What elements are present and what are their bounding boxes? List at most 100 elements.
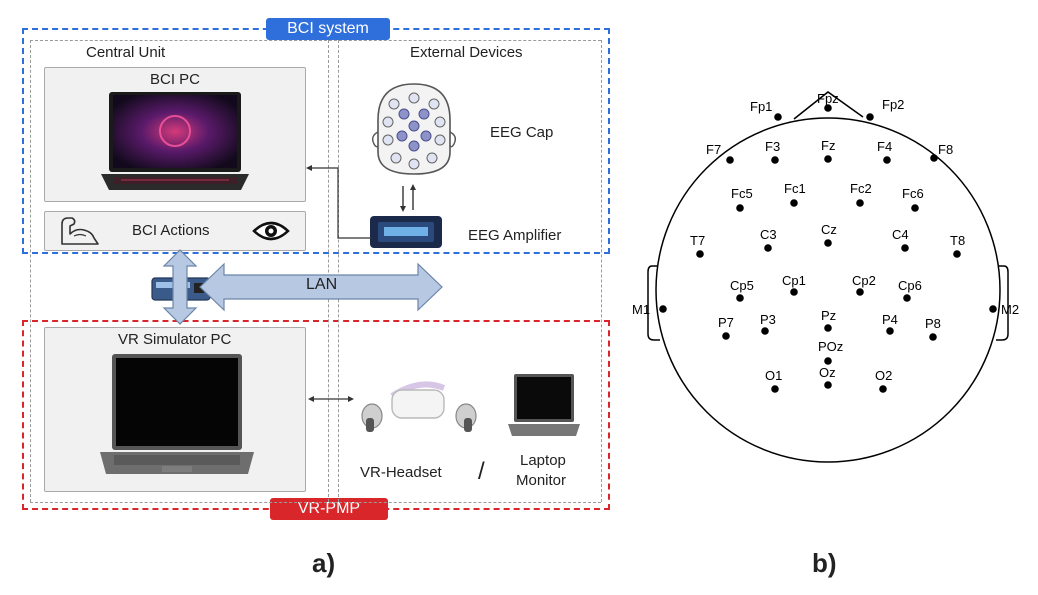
electrode-label-fpz: Fpz — [817, 91, 839, 106]
electrode-label-f7: F7 — [706, 142, 721, 157]
bci-pc-label: BCI PC — [150, 71, 201, 88]
electrode-label-o2: O2 — [875, 368, 892, 383]
electrode-p8 — [929, 333, 937, 341]
bci-actions-label: BCI Actions — [132, 222, 210, 239]
electrode-label-fz: Fz — [821, 138, 835, 153]
amp-to-pc-connector — [306, 165, 372, 239]
electrode-markers: Fp1 Fpz Fp2 F7 F3 Fz F4 F8 Fc5 Fc1 Fc2 F… — [632, 91, 1019, 393]
electrode-label-fc1: Fc1 — [784, 181, 806, 196]
electrode-t7 — [696, 250, 704, 258]
electrode-label-p3: P3 — [760, 312, 776, 327]
caption-a: a) — [312, 548, 336, 578]
electrode-label-fc6: Fc6 — [902, 186, 924, 201]
electrode-m1 — [659, 305, 667, 313]
nose-outline — [793, 91, 864, 120]
vr-headset-icon — [361, 381, 477, 432]
electrode-c4 — [901, 244, 909, 252]
electrode-label-cp6: Cp6 — [898, 278, 922, 293]
outer-guide-left — [30, 40, 31, 502]
electrode-cp2 — [856, 288, 864, 296]
laptop-monitor-label-line1: Laptop — [520, 452, 566, 469]
laptop-monitor-label-line2: Monitor — [516, 472, 567, 489]
electrode-label-f8: F8 — [938, 142, 953, 157]
column-divider-1 — [328, 40, 329, 502]
electrode-label-f3: F3 — [765, 139, 780, 154]
electrode-fpz — [824, 104, 832, 112]
right-ear — [996, 265, 1009, 341]
electrode-label-c4: C4 — [892, 227, 909, 242]
laptop-monitor-icon — [508, 374, 580, 436]
electrode-label-cp2: Cp2 — [852, 273, 876, 288]
electrode-label-p4: P4 — [882, 312, 898, 327]
column-divider-2 — [338, 40, 339, 502]
electrode-label-poz: POz — [818, 339, 843, 354]
vr-link-arrow — [308, 396, 354, 402]
electrode-fp2 — [866, 113, 874, 121]
bci-system-tag: BCI system — [266, 18, 390, 40]
lan-label: LAN — [306, 276, 338, 293]
electrode-p7 — [722, 332, 730, 340]
vertical-link-arrow — [162, 249, 198, 325]
electrode-t8 — [953, 250, 961, 258]
electrode-label-p8: P8 — [925, 316, 941, 331]
electrode-cz — [824, 239, 832, 247]
electrode-label-cp1: Cp1 — [782, 273, 806, 288]
electrode-label-fc5: Fc5 — [731, 186, 753, 201]
external-devices-label: External Devices — [410, 44, 523, 61]
electrode-fc5 — [736, 204, 744, 212]
electrode-label-t8: T8 — [950, 233, 965, 248]
electrode-label-m2: M2 — [1001, 302, 1019, 317]
electrode-fp1 — [774, 113, 782, 121]
eeg-cap-label: EEG Cap — [490, 124, 554, 141]
lan-arrow — [199, 262, 443, 312]
outer-guide-right — [601, 40, 602, 502]
electrode-label-fp1: Fp1 — [750, 99, 772, 114]
electrode-pz — [824, 324, 832, 332]
electrode-o1 — [771, 385, 779, 393]
electrode-m2 — [989, 305, 997, 313]
electrode-label-cz: Cz — [821, 222, 837, 237]
bci-laptop-icon — [101, 92, 249, 190]
eeg-amplifier-icon — [370, 216, 442, 248]
electrode-label-pz: Pz — [821, 308, 836, 323]
separator-slash: / — [478, 458, 485, 485]
electrode-poz — [824, 357, 832, 365]
cap-amp-arrows — [400, 184, 416, 212]
vr-headset-label: VR-Headset — [360, 464, 442, 481]
electrode-label-c3: C3 — [760, 227, 777, 242]
electrode-o2 — [879, 385, 887, 393]
electrode-fc1 — [790, 199, 798, 207]
electrode-c3 — [764, 244, 772, 252]
electrode-fc2 — [856, 199, 864, 207]
electrode-f3 — [771, 156, 779, 164]
electrode-label-p7: P7 — [718, 315, 734, 330]
electrode-p4 — [886, 327, 894, 335]
electrode-f8 — [930, 154, 938, 162]
electrode-label-t7: T7 — [690, 233, 705, 248]
electrode-label-o1: O1 — [765, 368, 782, 383]
electrode-label-oz: Oz — [819, 365, 836, 380]
arm-icon — [61, 217, 99, 245]
electrode-label-fp2: Fp2 — [882, 97, 904, 112]
outer-guide-top — [30, 40, 601, 41]
eeg-cap-icon — [371, 83, 457, 175]
eye-icon — [252, 221, 290, 241]
electrode-fz — [824, 155, 832, 163]
electrode-cp5 — [736, 294, 744, 302]
vr-simulator-pc-label: VR Simulator PC — [118, 331, 232, 348]
electrode-label-fc2: Fc2 — [850, 181, 872, 196]
vr-pc-laptop-icon — [100, 354, 254, 474]
eeg-amplifier-label: EEG Amplifier — [468, 227, 562, 244]
vr-pmp-tag: VR-PMP — [270, 498, 388, 520]
electrode-f4 — [883, 156, 891, 164]
electrode-label-m1: M1 — [632, 302, 650, 317]
left-ear — [647, 265, 660, 341]
electrode-oz — [824, 381, 832, 389]
caption-b: b) — [812, 548, 837, 578]
electrode-cp6 — [903, 294, 911, 302]
electrode-fc6 — [911, 204, 919, 212]
electrode-p3 — [761, 327, 769, 335]
electrode-f7 — [726, 156, 734, 164]
electrode-cp1 — [790, 288, 798, 296]
eeg-montage-diagram: Fp1 Fpz Fp2 F7 F3 Fz F4 F8 Fc5 Fc1 Fc2 F… — [632, 91, 1019, 463]
